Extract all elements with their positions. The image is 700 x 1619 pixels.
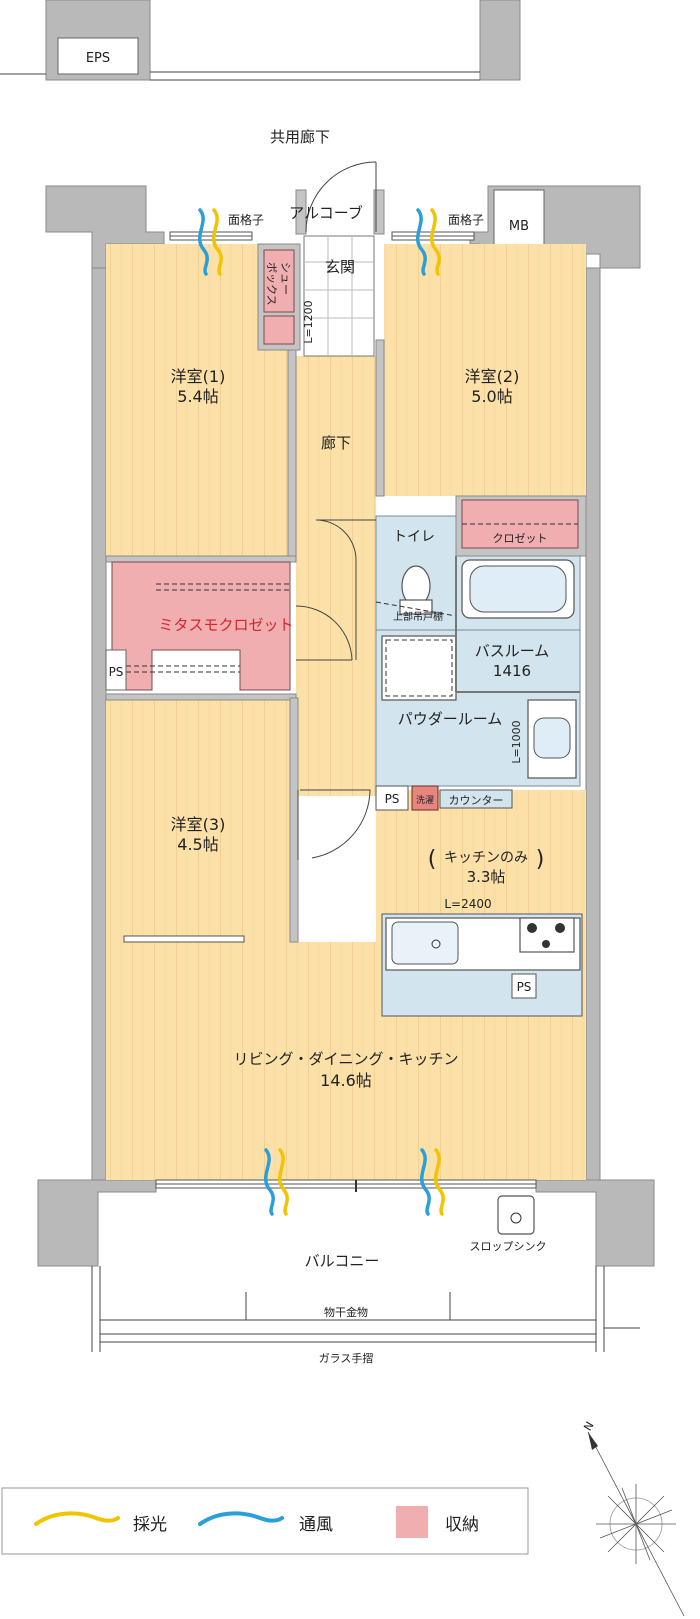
ps-label-1: PS (109, 665, 124, 679)
wind-light-icons (197, 208, 445, 1216)
eps-area (0, 0, 521, 81)
balcony-label: バルコニー (305, 1252, 380, 1270)
wave-top-right (415, 208, 441, 276)
legend-storage-swatch (396, 1506, 428, 1538)
genkan-label: 玄関 (325, 258, 355, 276)
kitchen-close-paren: ) (536, 847, 545, 872)
kitchen-size: 3.3帖 (467, 868, 506, 886)
l1000-label: L=1000 (510, 720, 523, 763)
room1-name: 洋室(1) (171, 367, 226, 386)
counter-label: カウンター (449, 794, 504, 807)
genkan (303, 161, 377, 357)
legend-wind-icon (198, 1511, 284, 1526)
ps-label-3: PS (517, 980, 532, 994)
bath-name: バスルーム (475, 642, 550, 660)
l1200-label: L=1200 (302, 300, 315, 343)
service-row (375, 785, 513, 811)
shoes-box-label-2: シュー (279, 262, 292, 295)
ldk-size: 14.6帖 (320, 1071, 372, 1090)
room2-size: 5.0帖 (471, 387, 512, 406)
powder-room-label: パウダールーム (398, 710, 503, 728)
dryer-label: 物干金物 (324, 1305, 368, 1319)
toilet-label: トイレ (393, 529, 435, 545)
mitasumo-closet (105, 561, 291, 691)
legend-light-icon (34, 1511, 120, 1526)
legend-wind-label: 通風 (299, 1515, 333, 1535)
compass-icon (587, 1431, 685, 1617)
upper-shelf-label: 上部吊戸棚 (393, 610, 443, 623)
room3-size: 4.5帖 (177, 835, 218, 854)
partitions (105, 339, 385, 943)
wet-area (375, 515, 581, 787)
lattice-label-2: 面格子 (448, 212, 484, 227)
hallway-label: 廊下 (321, 434, 351, 452)
eps-label: EPS (86, 51, 110, 66)
mitasumo-closet-label: ミタスモクロゼット (158, 616, 293, 634)
l2400-label: L=2400 (444, 897, 491, 911)
washer-label: 洗濯 (416, 794, 434, 806)
bath-size: 1416 (493, 662, 531, 680)
wave-top-left (197, 208, 223, 276)
legend-storage-label: 収納 (445, 1515, 479, 1535)
mb-label: MB (509, 219, 529, 234)
shoes-box-label-1: ボックス (265, 262, 278, 306)
lattice-label-1: 面格子 (228, 212, 264, 227)
kitchen-counter (381, 913, 583, 1017)
balcony-rails (91, 1266, 640, 1352)
floors (106, 244, 586, 1180)
north-label: N (581, 1419, 596, 1433)
glass-rail-label: ガラス手摺 (319, 1351, 374, 1365)
balcony-window (155, 1179, 537, 1192)
wave-bottom-right (419, 1148, 445, 1216)
closet-room2 (455, 495, 587, 557)
room3-name: 洋室(3) (171, 815, 226, 834)
ps-label-2: PS (385, 792, 400, 806)
legend-light-label: 採光 (133, 1515, 167, 1535)
legend (1, 1487, 529, 1555)
ldk-name: リビング・ダイニング・キッチン (233, 1050, 458, 1068)
room2-name: 洋室(2) (465, 367, 520, 386)
shoes-box (257, 243, 301, 351)
closet-label: クロゼット (493, 532, 548, 545)
slop-sink (497, 1195, 535, 1235)
kitchen-only-label: キッチンのみ (444, 850, 528, 866)
alcove-label: アルコーブ (289, 204, 363, 222)
wave-bottom-left (263, 1148, 289, 1216)
hall-doors (295, 519, 376, 860)
kitchen-open-paren: ( (428, 847, 437, 872)
slop-sink-label: スロップシンク (470, 1240, 547, 1253)
common-corridor-label: 共用廊下 (270, 128, 330, 146)
room1-size: 5.4帖 (177, 387, 218, 406)
